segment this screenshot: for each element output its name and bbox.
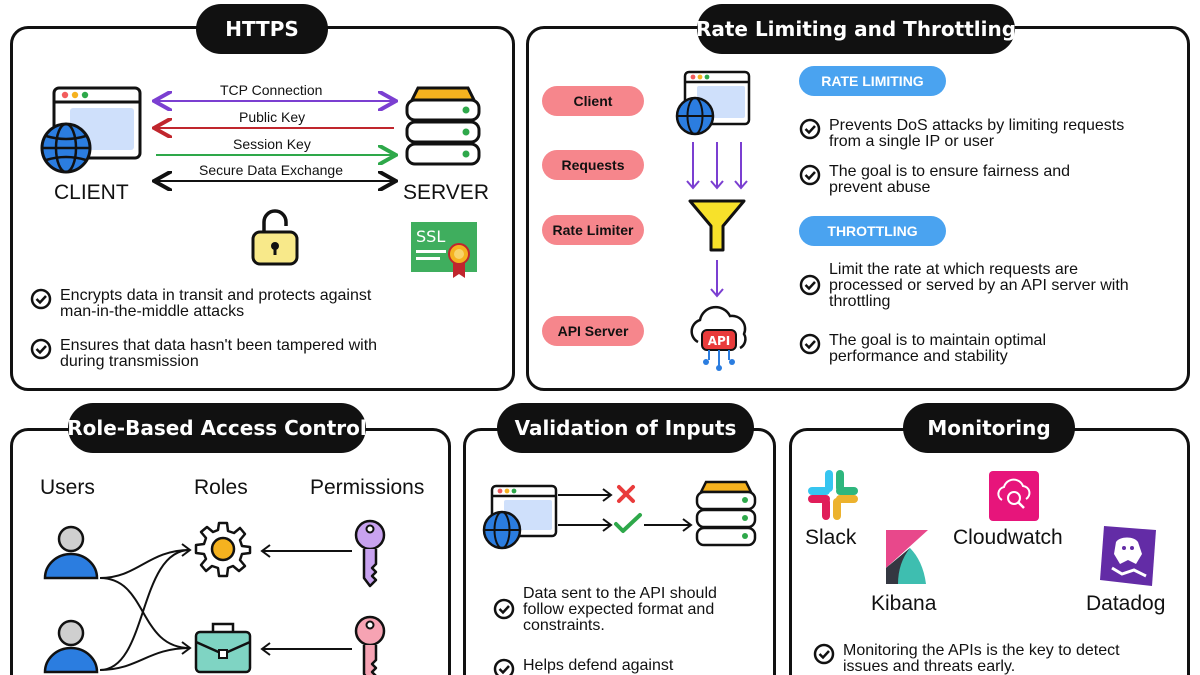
arrow-label-data-exchange: Secure Data Exchange xyxy=(199,162,343,178)
validation-server-icon xyxy=(695,480,757,547)
validation-bullet-2: Helps defend against xyxy=(493,658,673,675)
permission-arrow xyxy=(260,544,352,558)
requests-arrows xyxy=(686,142,748,190)
datadog-logo-icon xyxy=(1100,526,1156,586)
check-icon xyxy=(493,658,515,675)
svg-text:API: API xyxy=(708,334,731,348)
server-label: SERVER xyxy=(403,181,489,204)
key-icon-purple xyxy=(354,519,386,588)
check-icon xyxy=(30,338,52,360)
monitoring-bullet: Monitoring the APIs is the key to detect… xyxy=(813,643,1120,675)
validation-flow xyxy=(558,485,693,533)
key-icon-pink xyxy=(354,615,386,675)
https-arrows xyxy=(150,90,400,190)
slack-label: Slack xyxy=(805,526,857,549)
client-browser-icon-small xyxy=(675,70,751,136)
users-header: Users xyxy=(40,476,95,499)
validation-browser-icon xyxy=(482,484,558,550)
accept-check-icon xyxy=(614,513,642,533)
funnel-icon xyxy=(688,199,746,252)
rbac-title: Role-Based Access Control xyxy=(67,403,367,453)
client-label: CLIENT xyxy=(54,181,129,204)
https-bullet-2: Ensures that data hasn't been tampered w… xyxy=(30,338,377,370)
user-icon xyxy=(43,619,99,674)
rate-limiting-label: RATE LIMITING xyxy=(799,66,946,96)
limiter-arrow xyxy=(710,260,724,298)
datadog-label: Datadog xyxy=(1086,592,1166,615)
check-icon xyxy=(30,288,52,310)
arrow-label-tcp: TCP Connection xyxy=(220,82,323,98)
api-cloud-icon: API xyxy=(690,305,747,371)
user-role-connectors xyxy=(99,543,192,671)
cloudwatch-label: Cloudwatch xyxy=(953,526,1063,549)
ssl-certificate-icon: SSL xyxy=(411,222,477,278)
throttling-label: THROTTLING xyxy=(799,216,946,246)
check-icon xyxy=(799,118,821,140)
reject-x-icon xyxy=(617,485,635,503)
validation-title: Validation of Inputs xyxy=(497,403,754,453)
monitoring-title: Monitoring xyxy=(903,403,1075,453)
check-icon xyxy=(799,164,821,186)
slack-logo-icon xyxy=(808,470,858,520)
permissions-header: Permissions xyxy=(310,476,425,499)
kibana-label: Kibana xyxy=(871,592,937,615)
https-title: HTTPS xyxy=(196,4,328,54)
padlock-icon xyxy=(251,209,299,266)
roles-header: Roles xyxy=(194,476,248,499)
svg-text:SSL: SSL xyxy=(416,227,445,246)
validation-panel xyxy=(463,428,776,675)
rate-bullet-1: Prevents DoS attacks by limiting request… xyxy=(799,118,1124,150)
server-icon xyxy=(405,86,481,166)
user-icon xyxy=(43,525,99,580)
check-icon xyxy=(799,274,821,296)
check-icon xyxy=(799,333,821,355)
rate-limiting-title: Rate Limiting and Throttling xyxy=(696,4,1016,54)
arrow-label-public-key: Public Key xyxy=(239,109,306,125)
check-icon xyxy=(493,598,515,620)
cloudwatch-logo-icon xyxy=(989,471,1039,521)
client-pill: Client xyxy=(542,86,644,116)
kibana-logo-icon xyxy=(886,530,928,584)
arrow-label-session-key: Session Key xyxy=(233,136,311,152)
client-browser-icon xyxy=(40,86,142,174)
api-server-pill: API Server xyxy=(542,316,644,346)
permission-arrow xyxy=(260,642,352,656)
rate-limiter-pill: Rate Limiter xyxy=(542,215,644,245)
briefcase-icon xyxy=(194,622,252,674)
check-icon xyxy=(813,643,835,665)
gear-icon xyxy=(194,521,252,578)
requests-pill: Requests xyxy=(542,150,644,180)
https-bullet-1: Encrypts data in transit and protects ag… xyxy=(30,288,371,320)
